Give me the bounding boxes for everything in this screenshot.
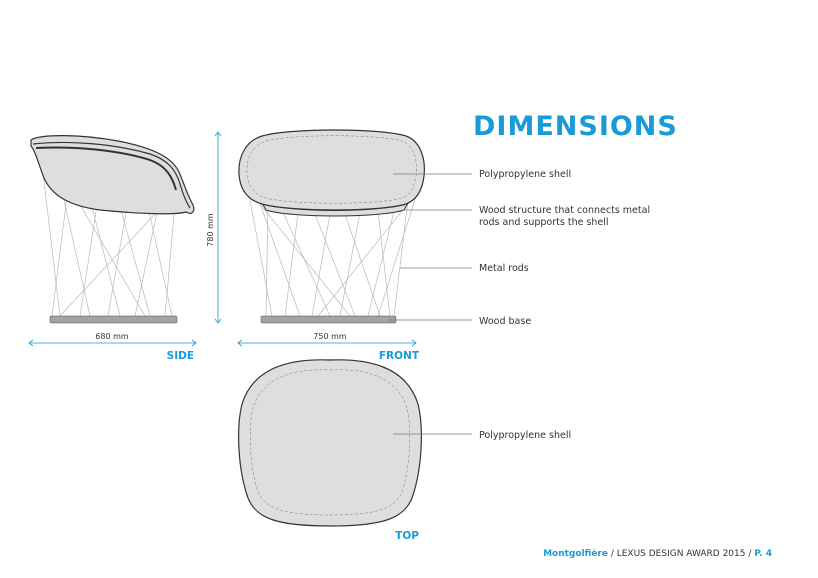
side-rod <box>59 199 169 317</box>
callout-label-line1: Wood structure that connects metal <box>479 205 650 216</box>
front-shell <box>238 129 425 211</box>
front-shell-seam <box>246 135 417 204</box>
front-rod <box>344 213 381 317</box>
front-rod <box>247 189 273 317</box>
front-view-label: FRONT <box>379 350 420 362</box>
front-view <box>238 129 425 324</box>
callout-metal-rods: Metal rods <box>400 263 529 274</box>
front-rod <box>377 189 419 317</box>
front-rod <box>257 197 301 317</box>
front-metal-rods <box>247 189 419 317</box>
side-wood-structure <box>35 146 177 191</box>
top-view-label: TOP <box>395 530 419 542</box>
side-width-label: 680 mm <box>95 332 129 341</box>
front-rod <box>281 209 331 317</box>
front-rod <box>377 210 391 317</box>
front-rod <box>265 204 269 317</box>
side-shell-inner-edge <box>32 141 191 209</box>
footer-page-number: P. 4 <box>754 549 772 559</box>
front-rod <box>311 213 331 317</box>
top-shell-seam <box>250 369 410 516</box>
front-wood-base <box>260 315 397 324</box>
top-view <box>238 359 422 527</box>
callout-polypropylene-shell-front: Polypropylene shell <box>393 169 571 180</box>
callout-label: Polypropylene shell <box>479 169 571 180</box>
front-rod <box>284 212 299 317</box>
callout-label: Polypropylene shell <box>479 430 571 441</box>
front-rod <box>314 213 356 317</box>
front-rod <box>251 193 351 317</box>
side-rod <box>164 203 176 317</box>
callout-wood-structure: Wood structure that connects metal rods … <box>402 205 650 228</box>
height-dimension: 780 mm <box>206 131 222 324</box>
footer: Montgolfière / LEXUS DESIGN AWARD 2015 /… <box>543 548 772 559</box>
callout-label-line2: rods and supports the shell <box>479 217 609 228</box>
page-title: DIMENSIONS <box>473 111 678 142</box>
front-width-label: 750 mm <box>313 332 347 341</box>
footer-event: / LEXUS DESIGN AWARD 2015 / <box>608 549 754 559</box>
footer-product: Montgolfière <box>543 548 608 559</box>
front-rod <box>317 195 415 317</box>
side-wood-base <box>49 315 178 324</box>
callout-label: Wood base <box>479 316 531 327</box>
front-rod <box>393 199 409 317</box>
top-shell <box>238 359 422 527</box>
height-label: 780 mm <box>206 213 215 247</box>
front-width-dimension: 750 mm <box>237 332 417 347</box>
callout-label: Metal rods <box>479 263 529 274</box>
side-view-label: SIDE <box>167 350 194 362</box>
front-rod <box>367 206 396 317</box>
side-width-dimension: 680 mm <box>28 332 197 347</box>
front-rod <box>339 212 361 317</box>
callout-polypropylene-shell-top: Polypropylene shell <box>393 430 571 441</box>
callout-wood-base: Wood base <box>388 316 531 327</box>
side-rod <box>134 197 161 317</box>
side-view <box>30 135 195 324</box>
